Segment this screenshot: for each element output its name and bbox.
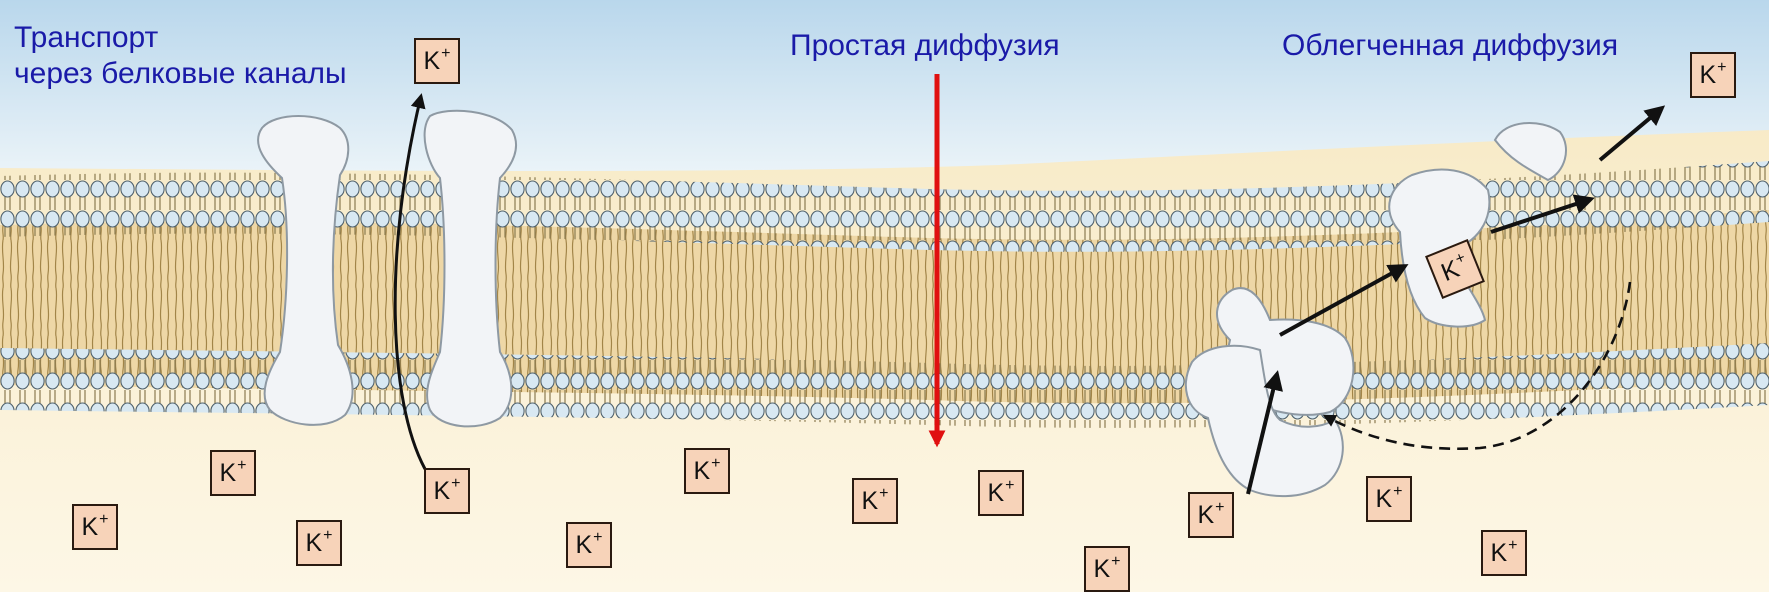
potassium-ion: K+ xyxy=(72,504,118,550)
potassium-ion: K+ xyxy=(978,470,1024,516)
potassium-ion: K+ xyxy=(684,448,730,494)
potassium-ion: K+ xyxy=(1188,492,1234,538)
potassium-ion: K+ xyxy=(1690,52,1736,98)
potassium-ion: K+ xyxy=(296,520,342,566)
potassium-ion: K+ xyxy=(1481,530,1527,576)
potassium-ion: K+ xyxy=(1366,476,1412,522)
potassium-ion: K+ xyxy=(424,468,470,514)
potassium-ion: K+ xyxy=(566,522,612,568)
potassium-ion: K+ xyxy=(852,478,898,524)
potassium-ion: K+ xyxy=(1084,546,1130,592)
potassium-ion: K+ xyxy=(210,450,256,496)
facilitated-diffusion-title: Облегченная диффузия xyxy=(1282,28,1618,64)
potassium-ion: K+ xyxy=(414,38,460,84)
simple-diffusion-title: Простая диффузия xyxy=(790,28,1060,64)
channel-transport-title: Транспорт через белковые каналы xyxy=(14,20,347,92)
